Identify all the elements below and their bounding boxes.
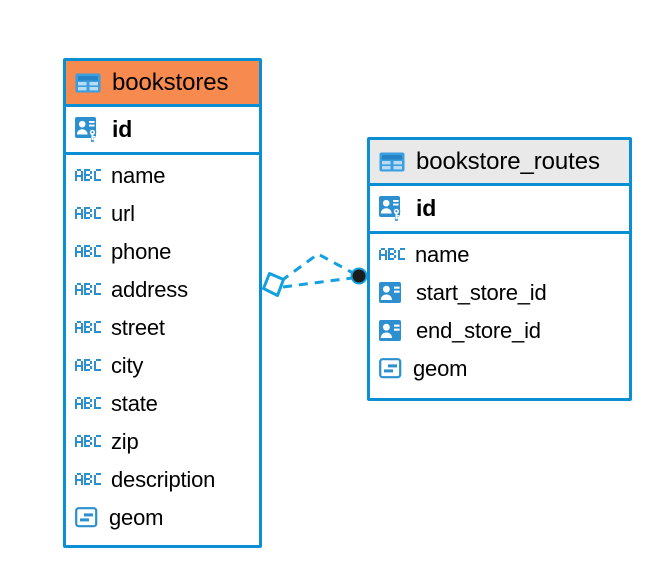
entity-bookstore-routes[interactable]: bookstore_routes — [367, 137, 632, 401]
field-label: geom — [109, 505, 164, 530]
field-row-geom[interactable]: geom — [66, 499, 259, 537]
field-row-name[interactable]: name — [66, 157, 259, 195]
text-type-icon — [75, 283, 101, 297]
text-type-icon — [75, 207, 101, 221]
text-type-icon — [75, 169, 101, 183]
field-row-end-store-id[interactable]: end_store_id — [370, 312, 629, 350]
field-label: city — [111, 353, 144, 378]
field-label: address — [111, 277, 188, 302]
field-row-url[interactable]: url — [66, 195, 259, 233]
field-label: description — [111, 467, 216, 492]
field-label: start_store_id — [416, 280, 547, 305]
primary-key-icon — [379, 196, 406, 221]
entity-bookstores[interactable]: bookstores — [63, 58, 262, 548]
text-type-icon — [75, 245, 101, 259]
field-label: state — [111, 391, 158, 416]
field-row-zip[interactable]: zip — [66, 423, 259, 461]
field-label: street — [111, 315, 165, 340]
entity-header-bookstore-routes[interactable]: bookstore_routes — [370, 140, 629, 186]
field-label: zip — [111, 429, 139, 454]
entity-title: bookstore_routes — [416, 147, 600, 175]
field-label: id — [112, 116, 133, 142]
entity-title: bookstores — [112, 68, 229, 96]
text-type-icon — [75, 321, 101, 335]
text-type-icon — [75, 397, 101, 411]
field-row-description[interactable]: description — [66, 461, 259, 499]
relationship-line-upper — [280, 252, 354, 283]
field-row-address[interactable]: address — [66, 271, 259, 309]
field-label: name — [415, 242, 470, 267]
geometry-type-icon — [75, 507, 99, 529]
field-row-phone[interactable]: phone — [66, 233, 259, 271]
foreign-key-icon — [379, 320, 406, 342]
field-label: url — [111, 201, 135, 226]
foreign-key-icon — [379, 282, 406, 304]
geometry-type-icon — [379, 358, 403, 380]
field-row-state[interactable]: state — [66, 385, 259, 423]
attributes-section: name — [66, 155, 259, 541]
field-row-geom[interactable]: geom — [370, 350, 629, 388]
field-row-start-store-id[interactable]: start_store_id — [370, 274, 629, 312]
primary-key-icon — [75, 117, 102, 142]
field-label: end_store_id — [416, 318, 541, 343]
field-row-id[interactable]: id — [66, 107, 259, 152]
field-row-street[interactable]: street — [66, 309, 259, 347]
relationship-line-lower — [282, 276, 353, 289]
field-row-city[interactable]: city — [66, 347, 259, 385]
field-row-name[interactable]: name — [370, 236, 629, 274]
field-row-id[interactable]: id — [370, 186, 629, 231]
entity-header-bookstores[interactable]: bookstores — [66, 61, 259, 107]
field-label: phone — [111, 239, 172, 264]
text-type-icon — [75, 473, 101, 487]
table-icon — [75, 73, 101, 93]
field-label: name — [111, 163, 166, 188]
text-type-icon — [75, 359, 101, 373]
relationship-rhombus-marker — [262, 272, 285, 297]
text-type-icon — [75, 435, 101, 449]
attributes-section: name start_store_id — [370, 234, 629, 392]
field-label: geom — [413, 356, 468, 381]
primary-key-section: id — [370, 186, 629, 234]
text-type-icon — [379, 248, 405, 262]
relationship-circle-marker — [350, 267, 368, 285]
primary-key-section: id — [66, 107, 259, 155]
field-label: id — [416, 195, 437, 221]
table-icon — [379, 152, 405, 172]
